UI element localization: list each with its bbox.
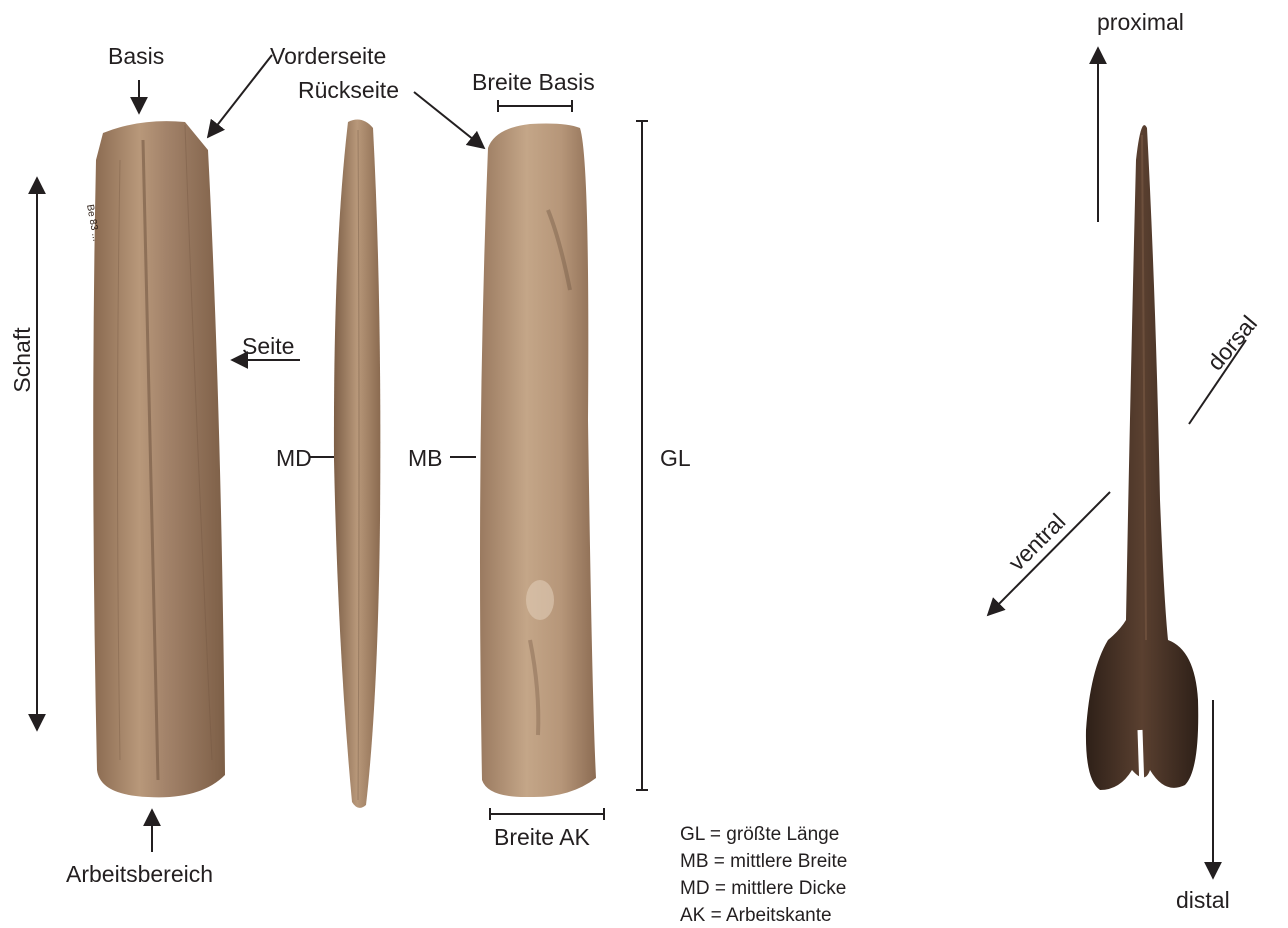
arbeitsbereich-label: Arbeitsbereich: [66, 861, 213, 887]
breite-basis-label: Breite Basis: [472, 69, 595, 95]
metapodial-bone: [1086, 125, 1198, 790]
bone-tool-back-view: [480, 124, 596, 798]
breite-ak-bracket: [490, 808, 604, 820]
legend-item: GL = größte Länge: [680, 824, 839, 845]
legend: GL = größte Länge MB = mittlere Breite M…: [680, 824, 847, 926]
bone-tool-side-view: [334, 120, 380, 808]
breite-basis-bracket: [498, 100, 572, 112]
basis-label: Basis: [108, 43, 164, 69]
bone-tool-front-view: Be 83 ...: [84, 121, 225, 797]
seite-label: Seite: [242, 333, 294, 359]
legend-item: MD = mittlere Dicke: [680, 878, 846, 899]
schaft-label: Schaft: [9, 327, 35, 393]
legend-item: AK = Arbeitskante: [680, 905, 832, 926]
legend-item: MB = mittlere Breite: [680, 851, 847, 872]
vorderseite-arrow: [208, 55, 272, 137]
mb-label: MB: [408, 445, 443, 471]
vorderseite-label: Vorderseite: [270, 43, 386, 69]
breite-ak-label: Breite AK: [494, 824, 591, 850]
rueckseite-arrow: [414, 92, 484, 148]
gl-bracket: [636, 121, 648, 790]
rueckseite-label: Rückseite: [298, 77, 399, 103]
dorsal-label: dorsal: [1202, 311, 1262, 376]
distal-label: distal: [1176, 887, 1230, 913]
proximal-label: proximal: [1097, 9, 1184, 35]
md-label: MD: [276, 445, 312, 471]
gl-label: GL: [660, 445, 691, 471]
